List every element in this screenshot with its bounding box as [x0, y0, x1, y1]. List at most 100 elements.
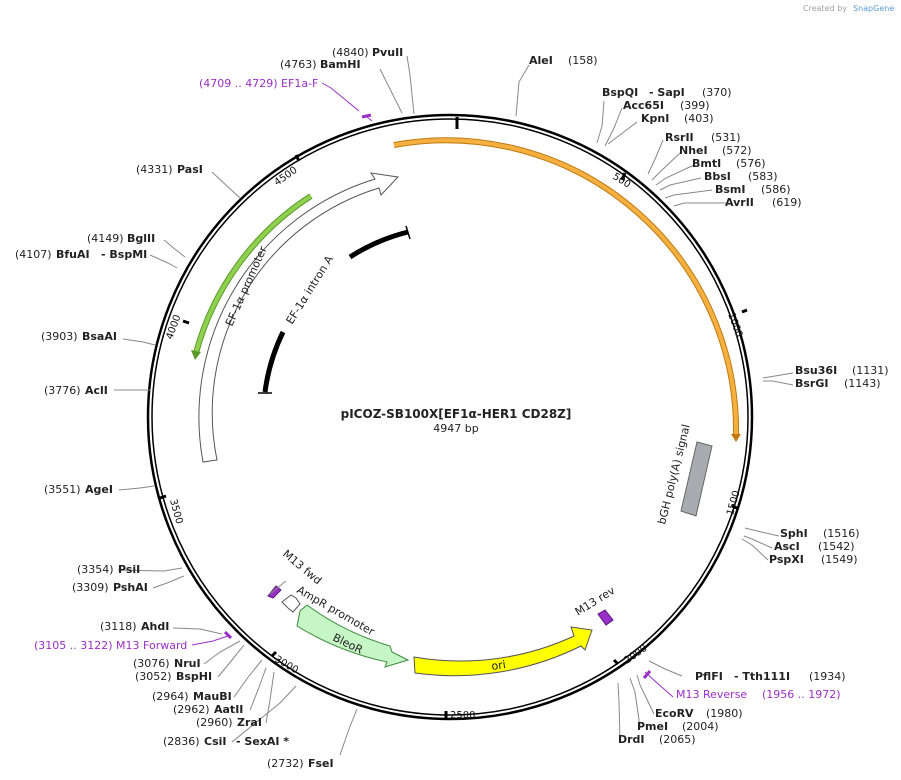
snapgene-brand[interactable]: SnapGene	[853, 4, 894, 13]
site-pshai[interactable]: PshAI	[113, 581, 148, 594]
site-maubi[interactable]: MauBI	[193, 690, 232, 703]
site-nhei-pos: (572)	[722, 144, 752, 157]
site-fsei-pos: (2732)	[267, 757, 304, 770]
m13-rev-primer[interactable]	[597, 609, 614, 626]
site-bspqi[interactable]: BspQI	[602, 86, 638, 99]
site-pvuii[interactable]: PvuII	[372, 46, 403, 59]
site-agei-pos: (3551)	[44, 483, 81, 496]
m13-fwd-primer[interactable]	[267, 585, 282, 599]
site-kpni[interactable]: KpnI	[641, 112, 669, 125]
site-bsrgi-pos: (1143)	[844, 377, 881, 390]
site-rsrii-pos: (531)	[711, 131, 741, 144]
site-zrai-pos: (2960)	[196, 716, 233, 729]
primer-m13-reverse-pos: (1956 .. 1972)	[762, 688, 841, 701]
ori-feature[interactable]	[413, 626, 593, 677]
site-acli[interactable]: AclI	[85, 384, 108, 397]
intron-arc-upper[interactable]	[348, 229, 409, 260]
plasmid-name: pICOZ-SB100X[EF1α-HER1 CD28Z]	[341, 407, 572, 421]
site-ahdi[interactable]: AhdI	[141, 620, 169, 633]
tick-3000: 3000	[273, 654, 301, 676]
site-pvuii-pos: (4840)	[332, 46, 369, 59]
site-bmti[interactable]: BmtI	[692, 157, 721, 170]
site-pmei-pos: (2004)	[682, 720, 719, 733]
site-maubi-pos: (2964)	[152, 690, 189, 703]
site-drdi[interactable]: DrdI	[618, 733, 645, 746]
site-pasi[interactable]: PasI	[177, 163, 203, 176]
site-ecorv-pos: (1980)	[706, 707, 743, 720]
site-rsrii[interactable]: RsrII	[665, 131, 694, 144]
site-asci-pos: (1542)	[818, 540, 855, 553]
orf-arc[interactable]	[393, 138, 739, 437]
tick-marks	[159, 117, 748, 719]
site-alei[interactable]: AleI	[529, 54, 553, 67]
site-bsmi[interactable]: BsmI	[715, 183, 746, 196]
site-avrii[interactable]: AvrII	[725, 196, 754, 209]
leader-lines	[114, 55, 794, 756]
site-bamhi[interactable]: BamHI	[320, 58, 361, 71]
site-bglii-pos: (4149)	[87, 232, 124, 245]
site-bsphi-pos: (3052)	[135, 670, 172, 683]
site-pflfi[interactable]: PflFI	[695, 670, 723, 683]
promoter-arc[interactable]	[194, 194, 313, 354]
site-aatii[interactable]: AatII	[214, 703, 243, 716]
m13-fwd-label: M13 fwd	[280, 547, 324, 587]
primer-ef1a-f[interactable]: (4709 .. 4729) EF1a-F	[199, 77, 318, 90]
site-sphi[interactable]: SphI	[780, 527, 808, 540]
site-bsaai-pos: (3903)	[41, 330, 78, 343]
site-bspmi[interactable]: - BspMI	[101, 248, 147, 261]
site-drdi-pos: (2065)	[659, 733, 696, 746]
site-asci[interactable]: AscI	[774, 540, 800, 553]
site-sapi[interactable]: - SapI	[649, 86, 685, 99]
site-pspxi[interactable]: PspXI	[769, 553, 804, 566]
site-acli-pos: (3776)	[44, 384, 81, 397]
site-csii[interactable]: CsiI	[204, 735, 226, 748]
backbone-inner	[151, 118, 749, 716]
site-bsu36i[interactable]: Bsu36I	[795, 364, 837, 377]
site-bbsi[interactable]: BbsI	[704, 170, 731, 183]
site-bsu36i-pos: (1131)	[852, 364, 889, 377]
ori-label: ori	[491, 658, 507, 673]
orf-arc-outline	[393, 137, 740, 437]
tick-4000: 4000	[164, 313, 183, 341]
bleor-feature[interactable]	[296, 604, 410, 668]
site-ecorv[interactable]: EcoRV	[655, 707, 694, 720]
ef1a-f-tick	[366, 116, 373, 122]
ampr-promoter-feature[interactable]	[281, 594, 301, 613]
site-zrai[interactable]: ZraI	[237, 716, 262, 729]
site-bmti-pos: (576)	[736, 157, 766, 170]
site-sexai[interactable]: - SexAI *	[236, 735, 289, 748]
site-bamhi-pos: (4763)	[280, 58, 317, 71]
site-alei-pos: (158)	[568, 54, 598, 67]
site-tth111i[interactable]: - Tth111I	[734, 670, 790, 683]
bgh-polya-feature[interactable]	[680, 441, 713, 517]
primer-m13-reverse[interactable]: M13 Reverse	[676, 688, 747, 701]
intron-arc-lower[interactable]	[262, 330, 286, 393]
site-pspxi-pos: (1549)	[821, 553, 858, 566]
m13-reverse-primer-marker[interactable]	[642, 670, 652, 679]
tick-2500: 2500	[450, 710, 475, 721]
site-fsei[interactable]: FseI	[308, 757, 334, 770]
site-pmei[interactable]: PmeI	[637, 720, 668, 733]
m13-rev-label: M13 rev	[573, 584, 618, 619]
site-acc65i[interactable]: Acc65I	[623, 99, 664, 112]
site-bsphi[interactable]: BspHI	[176, 670, 212, 683]
site-bspqi-pos: (370)	[702, 86, 732, 99]
intron-end-bar	[405, 225, 411, 240]
ef1a-promoter-feature[interactable]	[198, 172, 400, 463]
m13-forward-primer-marker[interactable]	[223, 630, 233, 640]
site-psii[interactable]: PsiI	[118, 563, 140, 576]
site-bsaai[interactable]: BsaAI	[82, 330, 117, 343]
site-bfuai[interactable]: BfuAI	[56, 248, 90, 261]
site-nrui[interactable]: NruI	[174, 657, 201, 670]
site-agei[interactable]: AgeI	[85, 483, 113, 496]
site-bsrgi[interactable]: BsrGI	[795, 377, 828, 390]
site-ahdi-pos: (3118)	[100, 620, 137, 633]
primer-m13-forward[interactable]: (3105 .. 3122) M13 Forward	[34, 639, 187, 652]
site-bglii[interactable]: BglII	[127, 232, 155, 245]
site-nhei[interactable]: NheI	[679, 144, 708, 157]
ef1a-f-primer[interactable]	[361, 113, 372, 119]
plasmid-length: 4947 bp	[433, 422, 478, 435]
site-aatii-pos: (2962)	[173, 703, 210, 716]
